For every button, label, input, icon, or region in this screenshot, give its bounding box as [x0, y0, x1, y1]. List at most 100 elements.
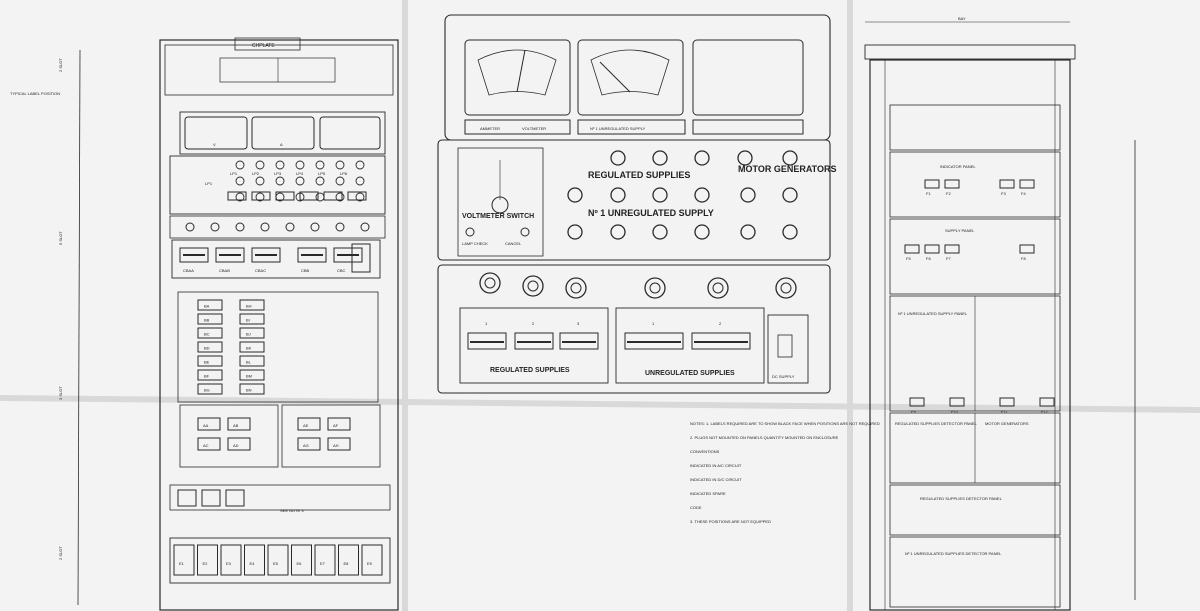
dim-label: 5 SLOT [58, 231, 63, 245]
voltmeter-icon [184, 116, 248, 150]
knob-icon [479, 272, 501, 294]
socket-label: E2 [203, 561, 209, 566]
fuse-icon [924, 244, 940, 254]
module-icon [197, 437, 221, 451]
title-plate-text: CHPLATE [252, 43, 275, 49]
socket-icon [177, 489, 197, 507]
panel-label: REGULATED SUPPLIES DETECTOR PANEL [895, 421, 978, 426]
socket-label: E5 [273, 561, 279, 566]
fuse-icon [197, 369, 223, 381]
regulated-heading: REGULATED SUPPLIES [588, 170, 690, 180]
fuse-label: BE [204, 360, 210, 365]
socket-icon [361, 544, 383, 576]
note-line: 3. THESE POSITIONS ARE NOT EQUIPPED [690, 519, 771, 524]
fuse-label: BB [204, 318, 210, 323]
dim-label: 2 SLOT [58, 58, 63, 72]
lamp-window [323, 191, 343, 201]
socket-icon [201, 489, 221, 507]
fuse-icon [944, 244, 960, 254]
left-rack: TYPICAL LABEL POSITION 2 SLOT 5 SLOT 3 S… [10, 37, 399, 611]
lamp-icon [255, 176, 265, 186]
breaker-label: CBAA [183, 268, 194, 273]
fuse-tag: F1 [926, 191, 931, 196]
module-icon [297, 417, 321, 431]
fuse-tag: F6 [926, 256, 931, 261]
supply-slot [691, 332, 751, 350]
dc-supply-label: DC SUPPLY [772, 374, 795, 379]
lamp-icon [255, 160, 265, 170]
panel-label: REGULATED SUPPLIES DETECTOR PANEL [920, 496, 1003, 501]
fuse-tag: F9 [911, 409, 916, 414]
fuse-icon [949, 397, 965, 407]
fuse-tag: F5 [906, 256, 911, 261]
meter-label: A [280, 142, 283, 147]
module-label: AH [333, 443, 339, 448]
lamp-icon [335, 192, 345, 202]
socket-label: E7 [320, 561, 326, 566]
fuse-icon [239, 383, 265, 395]
socket-icon [291, 544, 312, 576]
knob-icon [285, 222, 295, 232]
knob-icon [260, 222, 270, 232]
panel-label: SUPPLY PANEL [945, 228, 975, 233]
knob-inner [527, 280, 539, 292]
switch-icon [351, 243, 371, 273]
module-icon [227, 417, 251, 431]
note-line: INDICATED IN A/C CIRCUIT [690, 463, 742, 468]
fuse-icon [239, 313, 265, 325]
motor-heading: MOTOR GENERATORS [738, 164, 837, 174]
lamp-label: LP4 [296, 171, 304, 176]
ammeter-icon [251, 116, 315, 150]
fuse-icon [239, 355, 265, 367]
fuse-label: BJ [246, 332, 251, 337]
fuse-label: BD [204, 346, 210, 351]
fuse-icon [944, 179, 960, 189]
fuse-tag: F8 [1021, 256, 1026, 261]
knob-icon [740, 224, 756, 240]
fuse-icon [1019, 244, 1035, 254]
lamp-window [347, 191, 367, 201]
fuse-tag: F11 [1001, 409, 1008, 414]
ammeter-icon [464, 39, 571, 116]
lamp-icon [295, 160, 305, 170]
fuse-label: BI [246, 318, 250, 323]
meter-label: V [213, 142, 216, 147]
lamp-icon [235, 192, 245, 202]
regulated-supplies-label: REGULATED SUPPLIES [490, 367, 570, 374]
knob-icon [522, 275, 544, 297]
fuse-icon [239, 327, 265, 339]
knob-inner [780, 282, 792, 294]
voltmeter-switch-label: VOLTMETER SWITCH [462, 213, 534, 220]
fuse-icon [999, 179, 1015, 189]
socket-label: E4 [250, 561, 256, 566]
dim-label: 2 SLOT [58, 546, 63, 560]
fuse-label: BH [246, 304, 252, 309]
rack-frame [869, 59, 1071, 611]
lamp-icon [335, 176, 345, 186]
fuse-label: BA [204, 304, 210, 309]
lamp-icon [235, 160, 245, 170]
note-line: INDICATED IN D/C CIRCUIT [690, 477, 742, 482]
unregulated-heading: Nº 1 UNREGULATED SUPPLY [588, 208, 714, 218]
supply-caption: Nº 1 UNREGULATED SUPPLY [590, 126, 646, 131]
knob-icon [652, 224, 668, 240]
fuse-tag: F7 [946, 256, 951, 261]
knob-icon [610, 150, 626, 166]
fuse-label: BN [246, 388, 252, 393]
lamp-label: LP2 [252, 171, 260, 176]
socket-icon [338, 544, 359, 576]
fuse-tag: F3 [1001, 191, 1006, 196]
module-icon [297, 437, 321, 451]
meter-caption: AMMETER [480, 126, 500, 131]
knob-icon [740, 187, 756, 203]
knob-inner [484, 277, 496, 289]
lamp-label: CANCEL [505, 241, 522, 246]
knob-icon [610, 187, 626, 203]
fuse-label: BF [204, 374, 210, 379]
knob-inner [712, 282, 724, 294]
lamp-icon [355, 176, 365, 186]
